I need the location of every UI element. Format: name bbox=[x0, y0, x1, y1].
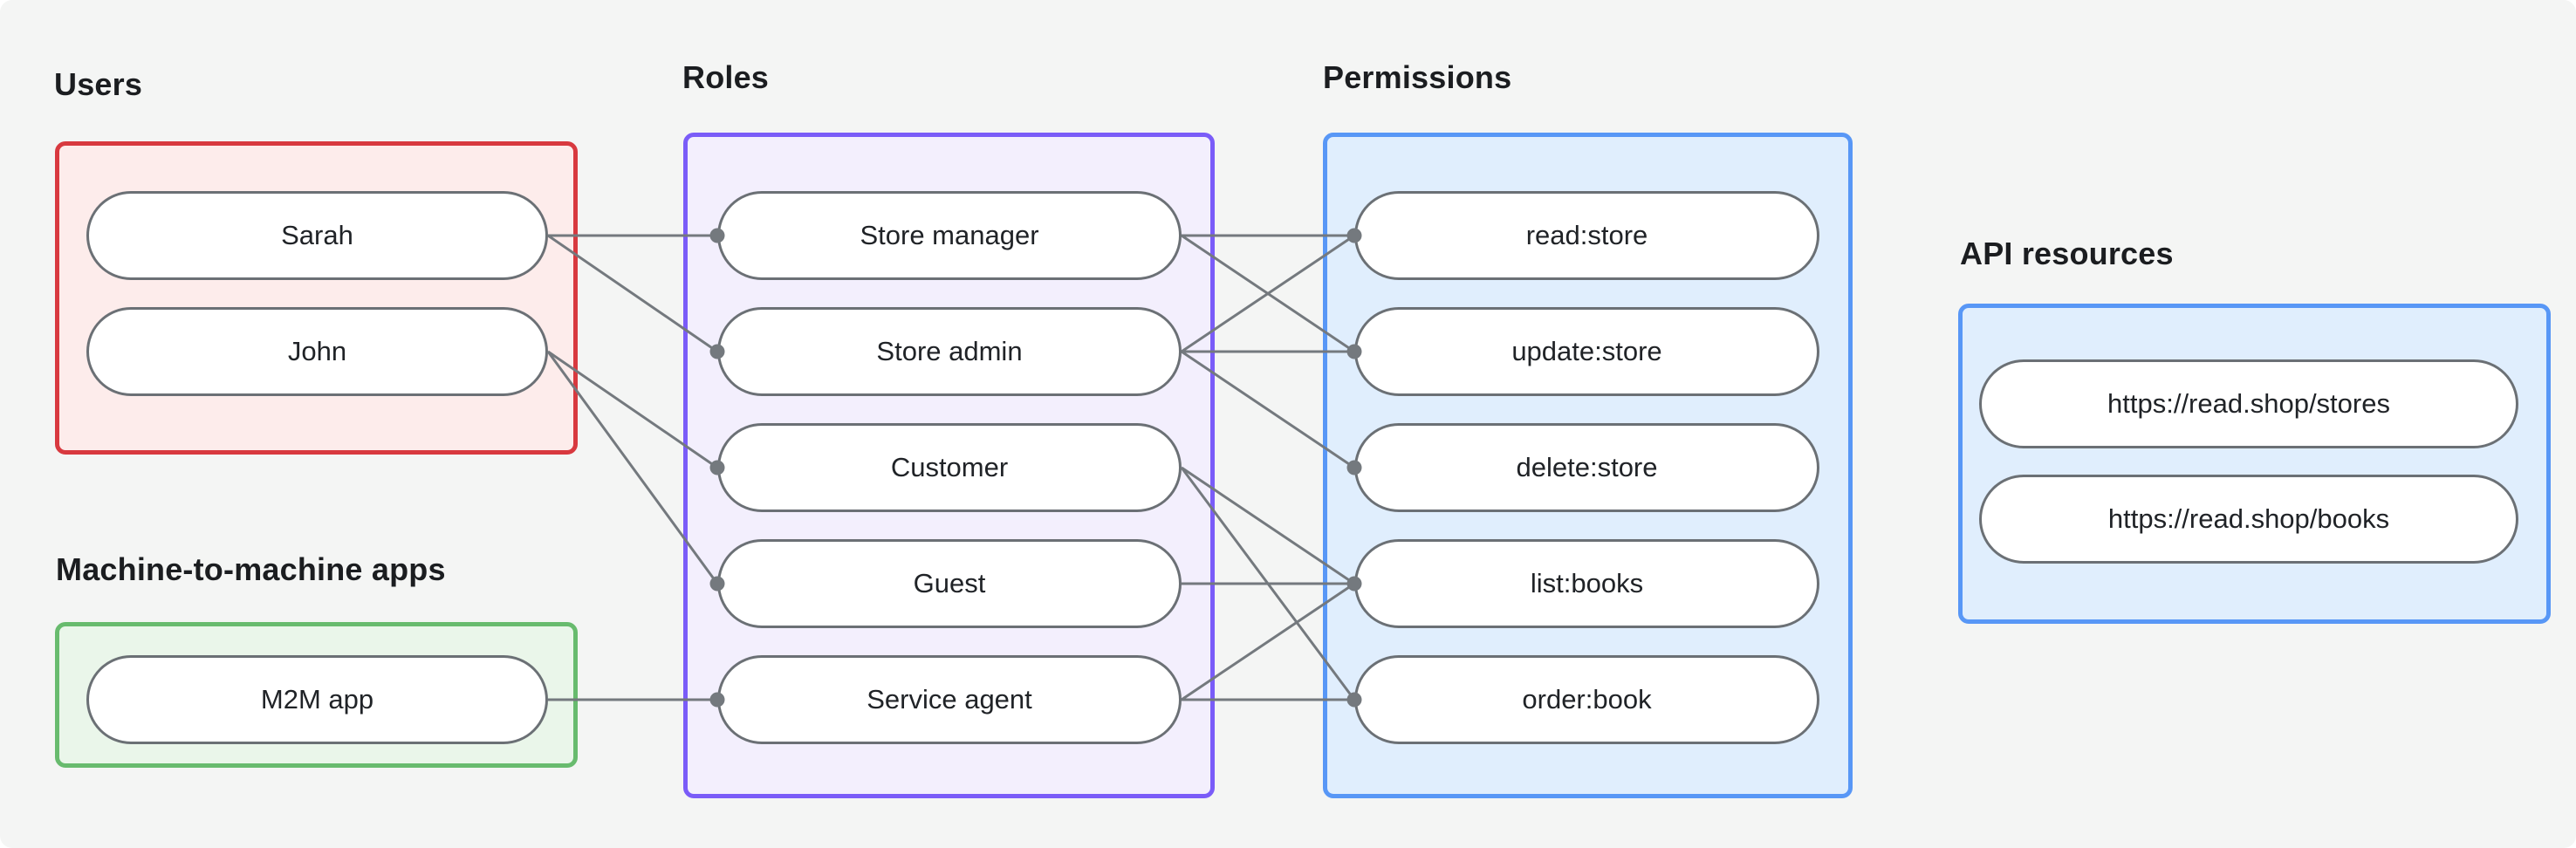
node-stores_api: https://read.shop/stores bbox=[1979, 359, 2518, 448]
group-permissions-label: Permissions bbox=[1323, 59, 1512, 95]
node-store_manager: Store manager bbox=[717, 191, 1182, 280]
node-delete_store: delete:store bbox=[1354, 423, 1819, 512]
group-users-box bbox=[55, 141, 578, 455]
node-read_store: read:store bbox=[1354, 191, 1819, 280]
node-customer: Customer bbox=[717, 423, 1182, 512]
node-books_api: https://read.shop/books bbox=[1979, 475, 2518, 564]
node-update_store: update:store bbox=[1354, 307, 1819, 396]
group-m2m-label: Machine-to-machine apps bbox=[56, 551, 446, 587]
node-m2m_app: M2M app bbox=[86, 655, 548, 744]
node-store_admin: Store admin bbox=[717, 307, 1182, 396]
group-api_resources-box bbox=[1958, 304, 2551, 624]
group-roles-label: Roles bbox=[682, 59, 770, 95]
node-guest: Guest bbox=[717, 539, 1182, 628]
node-order_book: order:book bbox=[1354, 655, 1819, 744]
node-sarah: Sarah bbox=[86, 191, 548, 280]
node-list_books: list:books bbox=[1354, 539, 1819, 628]
group-users-label: Users bbox=[54, 66, 143, 102]
node-john: John bbox=[86, 307, 548, 396]
group-api_resources-label: API resources bbox=[1960, 236, 2174, 271]
node-service_agent: Service agent bbox=[717, 655, 1182, 744]
